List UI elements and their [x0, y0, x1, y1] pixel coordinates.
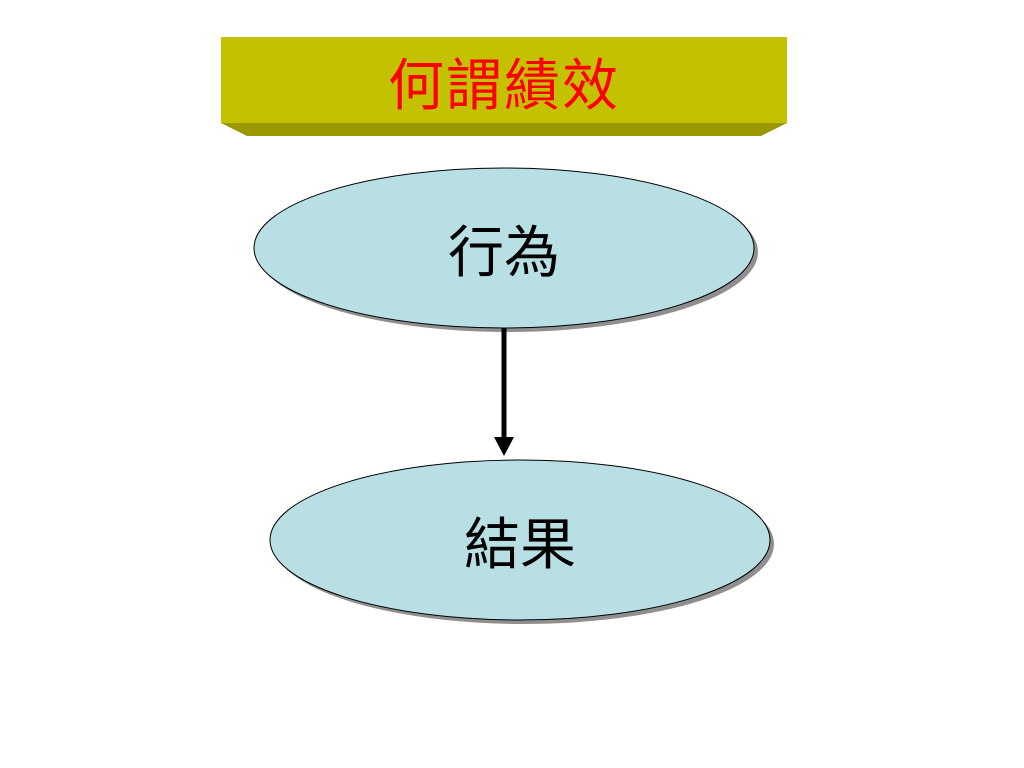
node-top-label: 行為	[448, 220, 560, 286]
title-banner: 何謂績效	[221, 37, 787, 137]
node-bottom-ellipse	[269, 459, 771, 621]
arrow-head	[494, 437, 514, 456]
title-banner-face	[221, 37, 787, 123]
node-bottom-label: 結果	[464, 512, 576, 578]
title-banner-shape	[221, 37, 787, 136]
page-title: 何謂績效	[388, 53, 620, 119]
title-banner-bevel	[221, 123, 787, 136]
